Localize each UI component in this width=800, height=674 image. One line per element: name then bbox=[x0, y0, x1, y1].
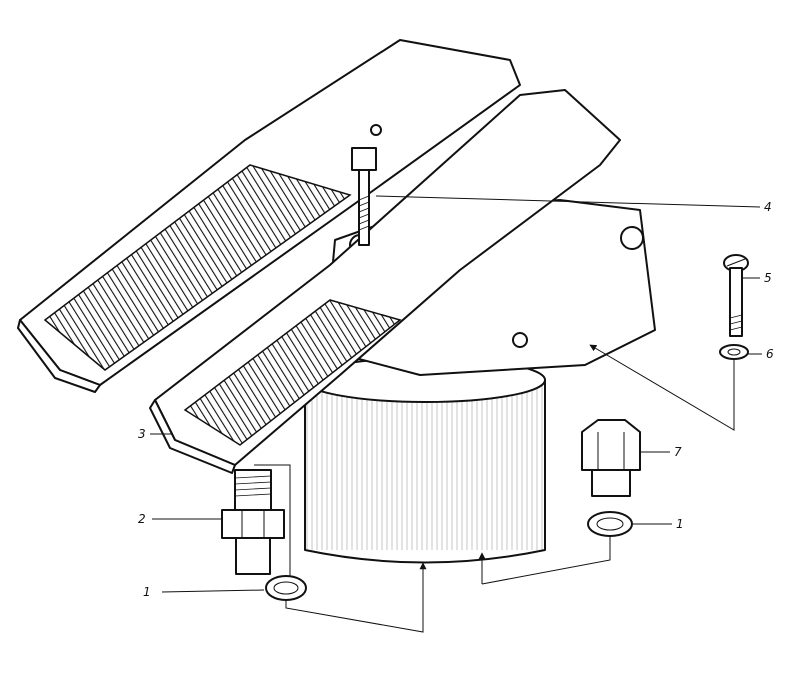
plug-7 bbox=[581, 419, 641, 497]
washer-1-left bbox=[265, 575, 307, 601]
screw-5 bbox=[723, 254, 749, 337]
cylinder-body bbox=[304, 357, 546, 564]
washer-6 bbox=[719, 344, 749, 360]
leader-lines bbox=[150, 195, 762, 633]
bolt-4 bbox=[351, 147, 377, 246]
callout-1-right: 1 bbox=[676, 517, 684, 531]
callout-1-left: 1 bbox=[143, 585, 151, 599]
pedal-lower bbox=[149, 89, 621, 474]
callout-3: 3 bbox=[138, 427, 146, 441]
callout-2: 2 bbox=[138, 512, 146, 526]
pedal-upper bbox=[17, 39, 521, 393]
callout-7: 7 bbox=[674, 445, 682, 459]
callout-5: 5 bbox=[764, 271, 772, 285]
washer-1-right bbox=[587, 511, 633, 537]
fitting-2 bbox=[221, 469, 285, 575]
callout-4: 4 bbox=[764, 200, 772, 214]
callout-6: 6 bbox=[766, 347, 774, 361]
